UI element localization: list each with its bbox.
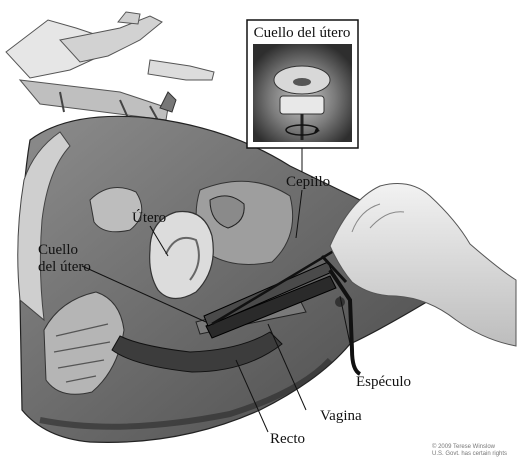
rectum-label: Recto <box>270 431 305 447</box>
patient-on-exam-table <box>6 12 214 124</box>
copyright-line2: U.S. Govt. has certain rights <box>432 451 507 457</box>
uterus-label: Útero <box>132 209 166 226</box>
speculum-label: Espéculo <box>356 374 411 390</box>
brush-label: Cepillo <box>286 174 330 190</box>
cervix-label-line2: del útero <box>38 259 91 275</box>
copyright-line1: © 2009 Terese Winslow <box>432 443 496 450</box>
cervix-label-line1: Cuello <box>38 242 78 258</box>
inset-title-label: Cuello del útero <box>254 25 351 41</box>
vagina-label: Vagina <box>320 408 362 424</box>
